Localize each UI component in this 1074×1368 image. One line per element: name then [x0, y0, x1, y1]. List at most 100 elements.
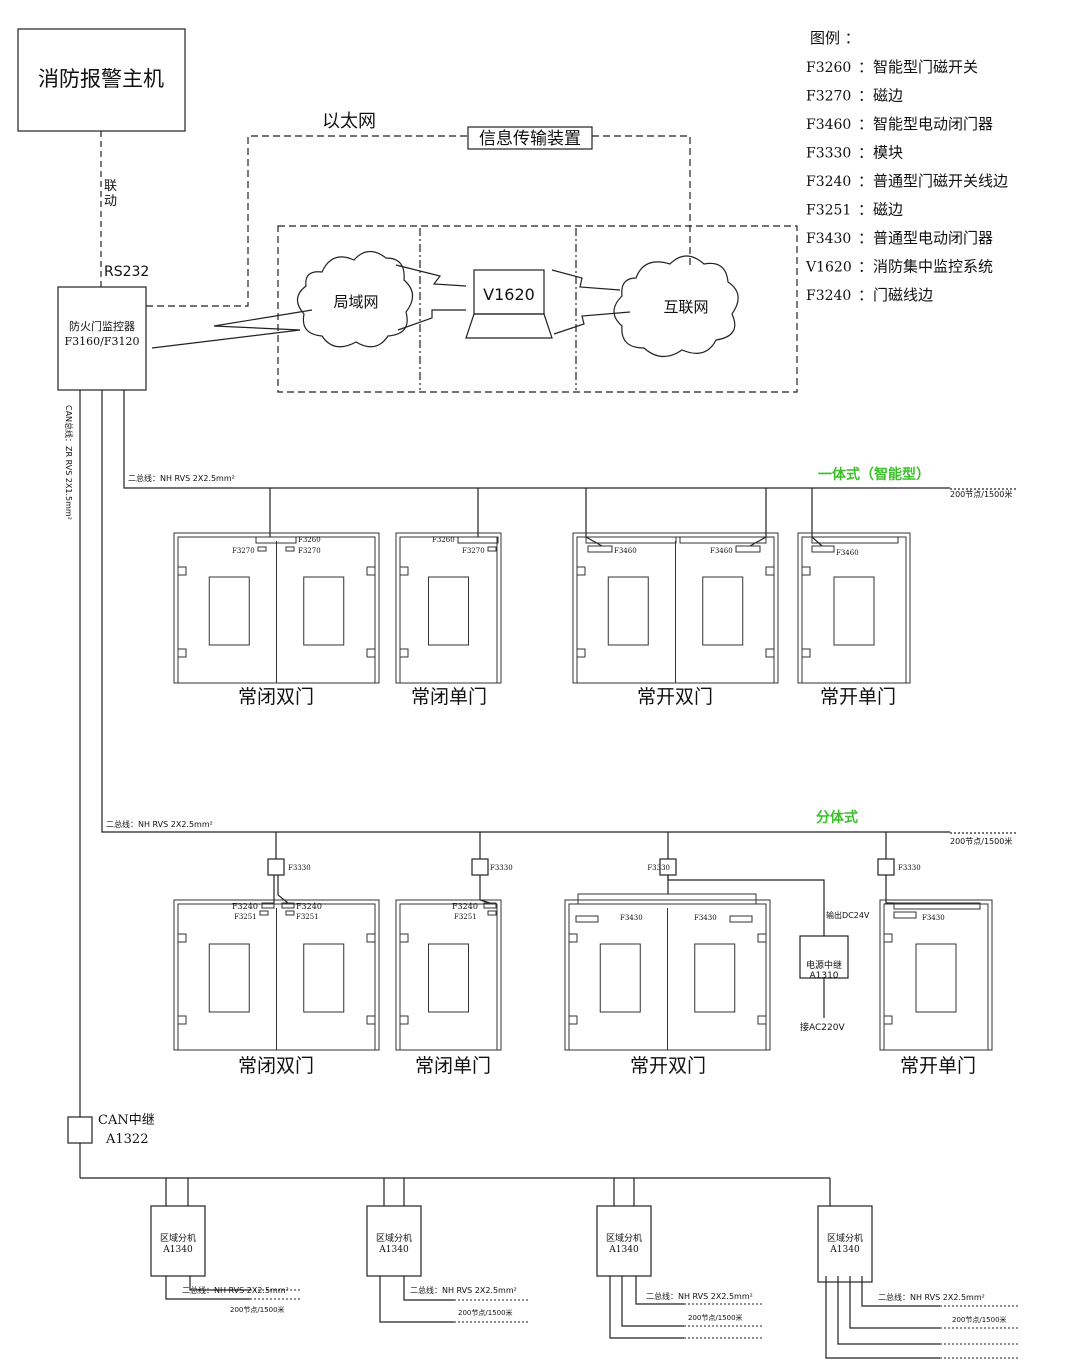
door-open-double-1	[572, 532, 779, 684]
info-device-box	[467, 126, 593, 150]
f3430-3: F3430	[922, 914, 945, 922]
legend-code: F3270	[806, 89, 851, 105]
device-mark	[487, 910, 497, 916]
label-open-single-2: 常开单门	[900, 1055, 976, 1077]
f3240-2: F3240	[296, 902, 322, 911]
f3251-2: F3251	[296, 913, 319, 921]
label-open-single-1: 常开单门	[820, 686, 896, 708]
legend-desc: ：普通型门磁开关线边	[858, 172, 1008, 190]
network-area	[277, 225, 798, 393]
door-closed-double-2	[173, 899, 380, 1051]
zone-capacity-4: 200节点/1500米	[952, 1315, 1007, 1324]
zone-unit-model-4: A1340	[829, 1245, 860, 1255]
f3330-3: F3330	[647, 864, 670, 872]
info-device-label: 信息传输装置	[479, 129, 581, 149]
power-relay-name: 电源中继	[806, 959, 842, 971]
device-mark	[893, 911, 917, 919]
wireless-1	[151, 309, 313, 349]
zone-unit-model-3: A1340	[608, 1245, 639, 1255]
f3260-1: F3260	[298, 536, 321, 544]
module-1	[267, 858, 285, 876]
f3330-4: F3330	[898, 864, 921, 872]
legend-desc: ：消防集中监控系统	[858, 258, 993, 276]
capacity-integrated: 200节点/1500米	[950, 489, 1012, 499]
integrated-title: 一体式（智能型）	[818, 466, 930, 483]
legend-code: F3251	[806, 203, 851, 219]
door-closed-single-2	[395, 899, 502, 1051]
f3460-3: F3460	[836, 549, 859, 557]
rs232-label: RS232	[104, 264, 149, 280]
legend-desc: ：磁边	[858, 201, 903, 219]
f3460-1: F3460	[614, 547, 637, 555]
pc-label: V1620	[483, 285, 535, 304]
door-closed-double-1	[173, 532, 380, 684]
label-closed-single-1: 常闭单门	[411, 686, 487, 708]
f3270-3: F3270	[462, 547, 485, 555]
device-mark	[679, 536, 767, 544]
device-mark	[729, 915, 753, 923]
zone-bus-label-2: 二总线：NH RVS 2X2.5mm²	[410, 1285, 517, 1295]
f3260-2: F3260	[432, 536, 455, 544]
linkage-label: 联	[104, 179, 117, 194]
legend-desc: ：磁边	[858, 87, 903, 105]
legend-code: F3460	[806, 117, 851, 133]
bus-integrated-label: 二总线：NH RVS 2X2.5mm²	[128, 473, 235, 483]
zone-unit-1	[150, 1205, 206, 1277]
device-mark	[735, 545, 761, 553]
zone-unit-3	[596, 1205, 652, 1277]
zone-unit-model-1: A1340	[162, 1245, 193, 1255]
split-title: 分体式	[816, 809, 858, 826]
f3251-3: F3251	[454, 913, 477, 921]
can-relay-model: A1322	[105, 1132, 148, 1147]
power-out-label: 输出DC24V	[826, 910, 870, 920]
lan-cloud	[296, 250, 414, 348]
device-mark	[587, 545, 613, 553]
label-closed-double-2: 常闭双门	[238, 1055, 314, 1077]
ethernet-line	[146, 135, 468, 307]
device-mark	[811, 536, 899, 544]
doors-layer	[173, 532, 993, 1051]
zone-capacity-2: 200节点/1500米	[458, 1308, 513, 1317]
lan-label: 局域网	[333, 293, 378, 311]
internet-label: 互联网	[663, 298, 708, 316]
f3430-2: F3430	[694, 914, 717, 922]
device-mark	[577, 893, 757, 905]
device-mark	[811, 545, 835, 553]
zone-bus-label-3: 二总线：NH RVS 2X2.5mm²	[646, 1291, 753, 1301]
legend-desc: ：智能型电动闭门器	[858, 115, 993, 133]
internet-cloud	[613, 255, 739, 358]
device-mark	[255, 536, 297, 544]
controller-model: F3160/F3120	[65, 335, 140, 348]
wireless-4	[551, 269, 621, 291]
can-bus-label: CAN总线：ZR RVS 2X1.5mm²	[64, 405, 74, 520]
label-open-double-1: 常开双门	[637, 686, 713, 708]
bus-integrated	[123, 390, 950, 489]
can-relay-box	[67, 1116, 93, 1144]
zone-bus-label-1: 二总线：NH RVS 2X2.5mm²	[182, 1285, 289, 1295]
device-mark	[285, 546, 295, 552]
controller-name: 防火门监控器	[69, 319, 135, 333]
ethernet-label: 以太网	[322, 111, 376, 132]
f3460-2: F3460	[710, 547, 733, 555]
wireless-3	[397, 309, 466, 331]
device-mark	[893, 902, 981, 910]
label-closed-single-2: 常闭单门	[415, 1055, 491, 1077]
device-mark	[585, 536, 677, 544]
device-mark	[487, 546, 497, 552]
door-closed-single-1	[395, 532, 502, 684]
device-mark	[483, 902, 497, 909]
label-closed-double-1: 常闭双门	[238, 686, 314, 708]
ethernet-line-2	[592, 135, 691, 267]
zone-unit-4	[817, 1205, 873, 1283]
f3330-1: F3330	[288, 864, 311, 872]
zone-unit-name-2: 区域分机	[376, 1232, 412, 1244]
fire-alarm-panel-label: 消防报警主机	[38, 67, 164, 91]
legend-code: V1620	[805, 260, 852, 276]
bus-split-label: 二总线：NH RVS 2X2.5mm²	[106, 819, 213, 829]
legend-desc: ：门磁线边	[858, 286, 933, 304]
labels-layer: 消防报警主机联动RS232以太网信息传输装置防火门监控器F3160/F3120局…	[38, 29, 1012, 1324]
legend-code: F3240	[806, 174, 851, 190]
legend-title: 图例 ：	[810, 29, 860, 47]
